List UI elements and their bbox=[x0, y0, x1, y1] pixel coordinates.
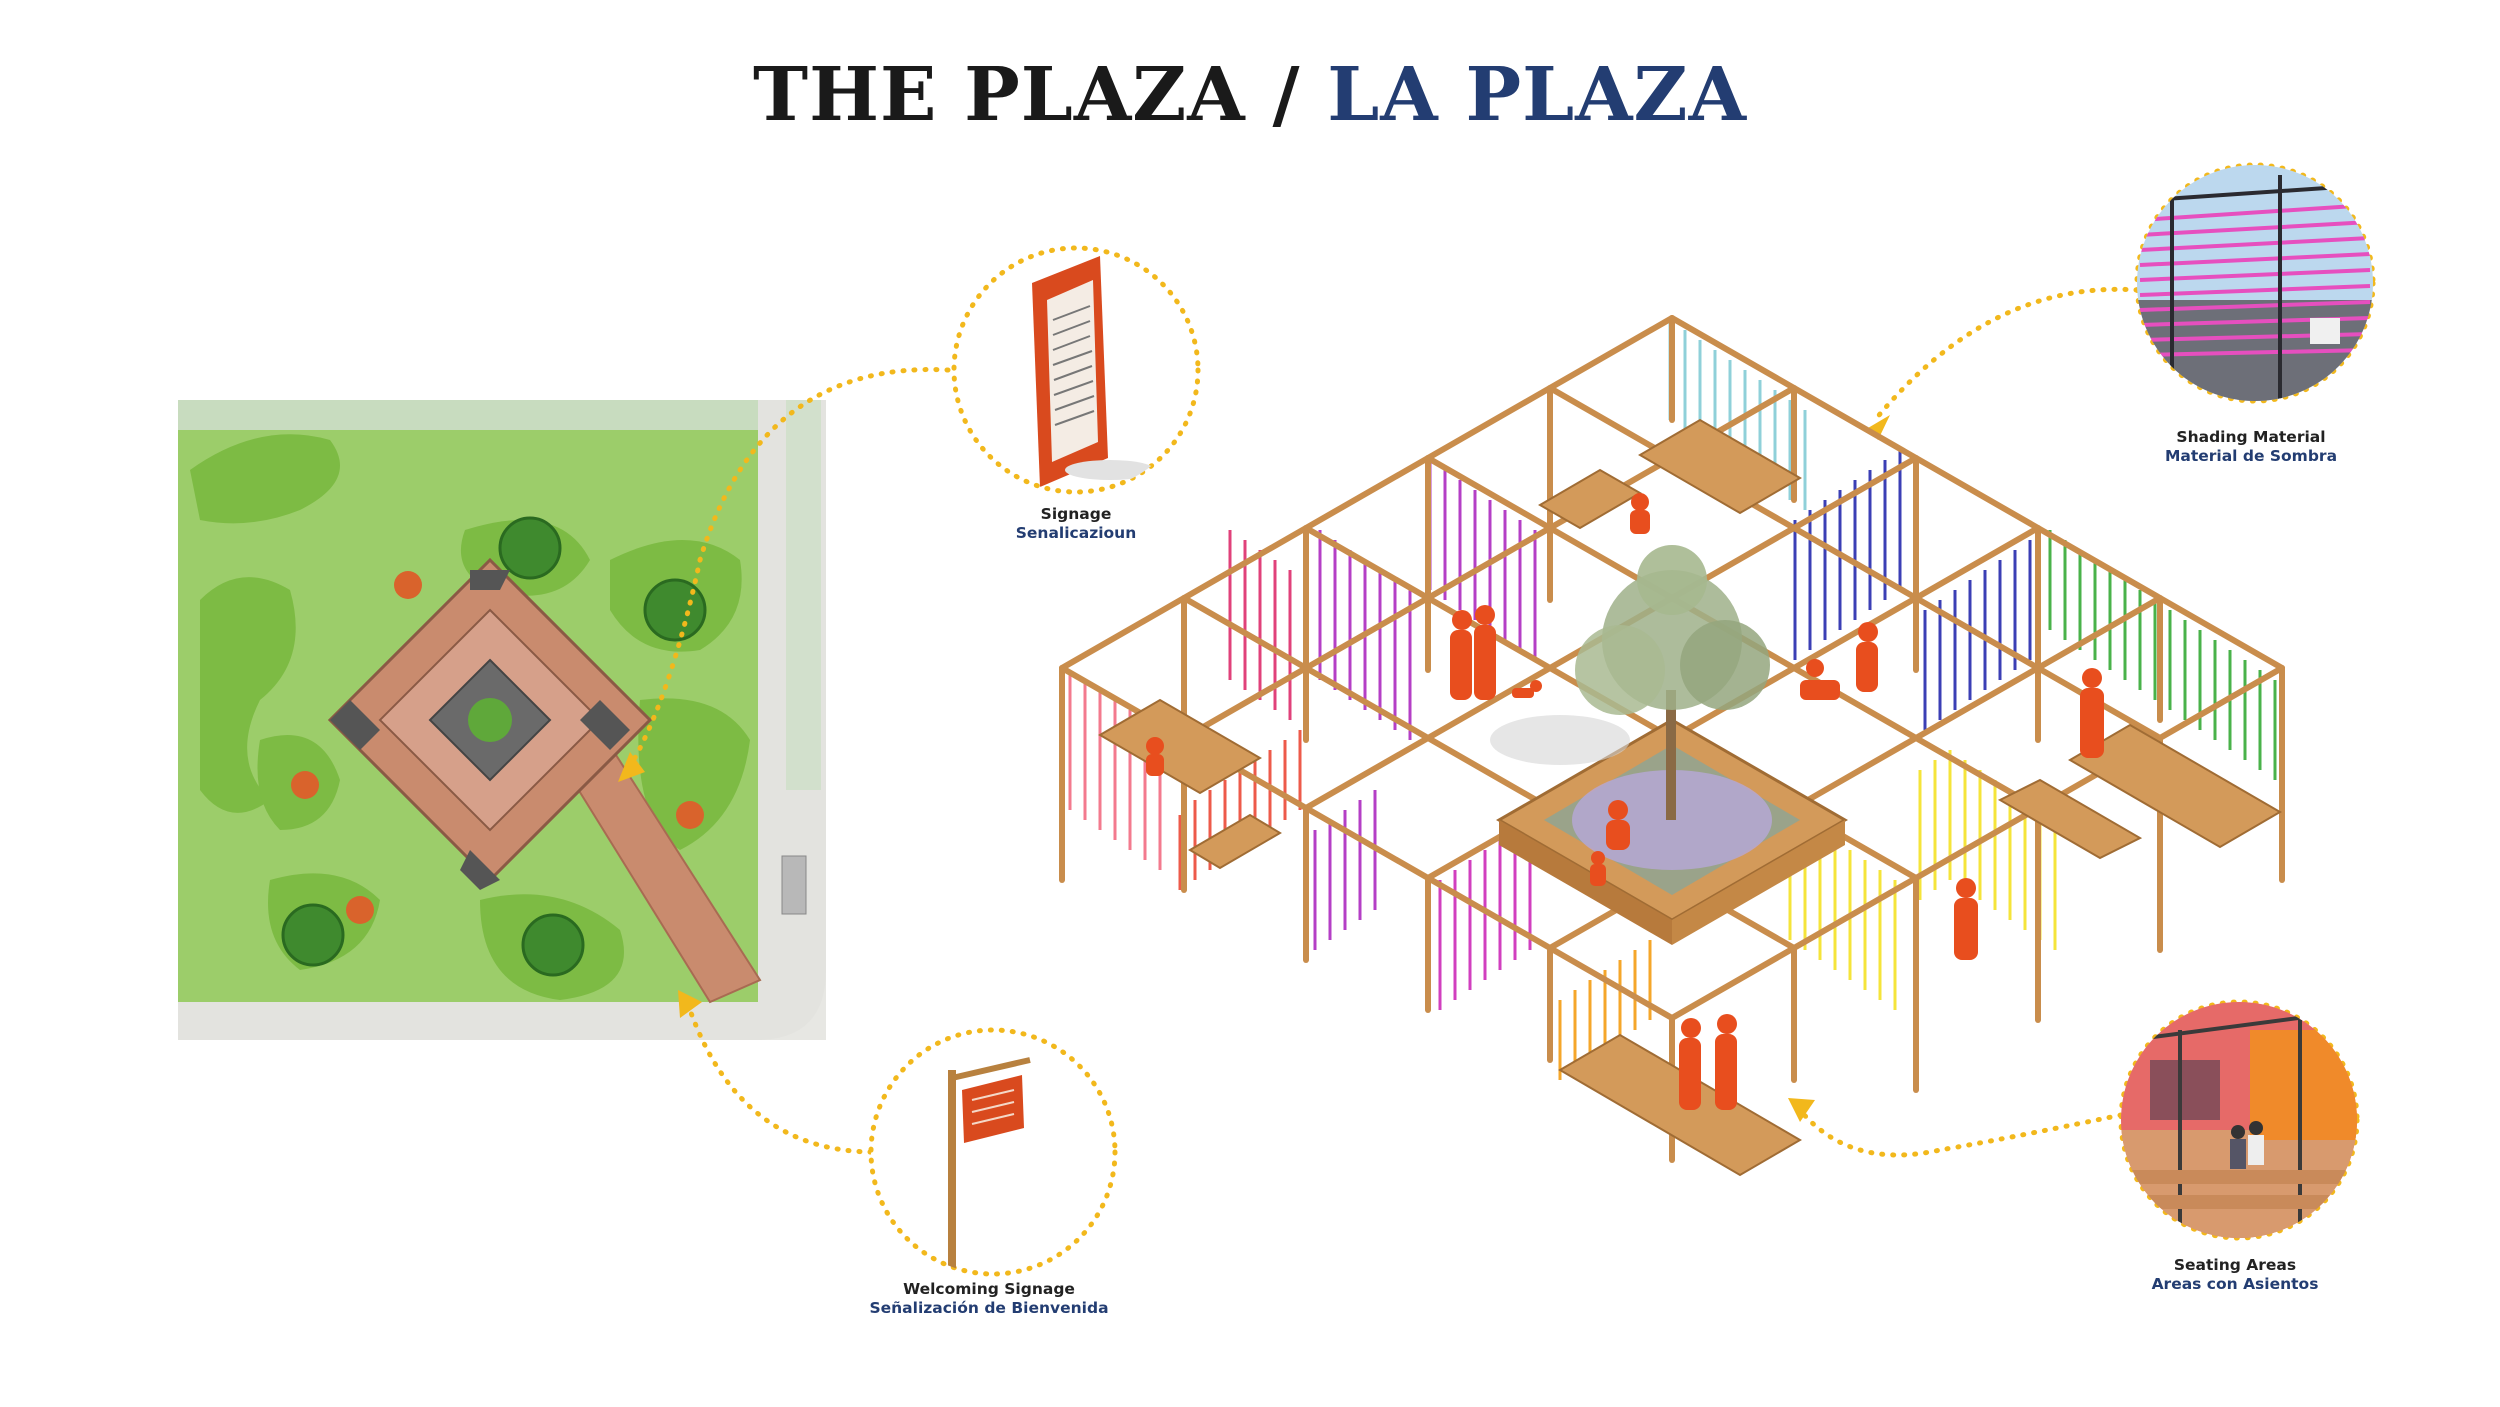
title-spanish: LA PLAZA bbox=[1327, 52, 1747, 138]
caption-seating-areas: Seating Areas Areas con Asientos bbox=[2065, 1256, 2405, 1294]
caption-shading-es: Material de Sombra bbox=[2164, 447, 2338, 465]
figure-seated-right bbox=[1800, 622, 1878, 700]
caption-shading-en: Shading Material bbox=[2176, 428, 2326, 446]
utility-box bbox=[781, 855, 807, 915]
callout-signage-circle bbox=[951, 245, 1201, 495]
figure-planter bbox=[1606, 800, 1630, 850]
panel-indigo-right bbox=[1793, 450, 1902, 660]
caption-signage-en: Signage bbox=[1040, 505, 1112, 523]
callout-seating-circle bbox=[2118, 999, 2360, 1241]
pavilion-axonometric bbox=[1059, 315, 2285, 1177]
people-figures bbox=[1146, 493, 2104, 1110]
leader-shading bbox=[1872, 286, 2140, 423]
plaza-paving bbox=[327, 557, 653, 890]
callout-shading-circle bbox=[2134, 162, 2376, 404]
figure-child bbox=[1590, 851, 1606, 886]
figure-couple-front bbox=[1679, 1014, 1737, 1110]
timber-benches bbox=[1098, 418, 2282, 1177]
leader-welcoming bbox=[687, 1007, 874, 1155]
caption-seating-en: Seating Areas bbox=[2173, 1256, 2297, 1274]
callout-welcoming-circle bbox=[868, 1027, 1118, 1277]
callout-leaders bbox=[625, 286, 2140, 1158]
caption-welcoming-signage: Welcoming Signage Señalización de Bienve… bbox=[819, 1280, 1159, 1318]
sign-panel-icon bbox=[1032, 256, 1155, 487]
panel-magenta-lower bbox=[1438, 820, 1532, 1010]
site-plan bbox=[178, 400, 826, 1040]
page-title: THE PLAZA / LA PLAZA bbox=[0, 52, 2500, 138]
welcome-sign-icon bbox=[948, 1057, 1031, 1270]
leader-seating bbox=[1797, 1107, 2124, 1158]
figure-top bbox=[1630, 493, 1650, 534]
title-separator: / bbox=[1272, 52, 1301, 138]
figure-yellow-zone bbox=[1954, 878, 1978, 960]
panel-indigo-far bbox=[1923, 540, 2032, 730]
leader-signage bbox=[625, 367, 951, 773]
figure-dog bbox=[1512, 680, 1542, 698]
planting-strip bbox=[786, 400, 821, 790]
panel-purple-mid bbox=[1318, 530, 1412, 740]
caption-signage: Signage Senalicazioun bbox=[906, 505, 1246, 543]
panel-orange bbox=[1558, 940, 1652, 1080]
figure-left-sitting bbox=[1146, 737, 1164, 776]
figure-couple-left bbox=[1450, 605, 1496, 700]
caption-seating-es: Areas con Asientos bbox=[2151, 1275, 2319, 1293]
lawn-edge-top bbox=[178, 400, 758, 430]
tree-icon bbox=[1575, 545, 1770, 820]
caption-shading-material: Shading Material Material de Sombra bbox=[2081, 428, 2421, 466]
round-shrubs bbox=[281, 516, 707, 977]
figure-right-standing bbox=[2080, 668, 2104, 758]
caption-welcoming-es: Señalización de Bienvenida bbox=[869, 1299, 1109, 1317]
caption-welcoming-en: Welcoming Signage bbox=[903, 1280, 1075, 1298]
panel-violet-lower bbox=[1313, 790, 1377, 950]
pink-canopy-photo bbox=[2137, 165, 2373, 401]
panel-green bbox=[2048, 530, 2277, 780]
caption-signage-es: Senalicazioun bbox=[1015, 524, 1137, 542]
seating-photo bbox=[2121, 1002, 2357, 1238]
title-english: THE PLAZA bbox=[753, 52, 1246, 138]
